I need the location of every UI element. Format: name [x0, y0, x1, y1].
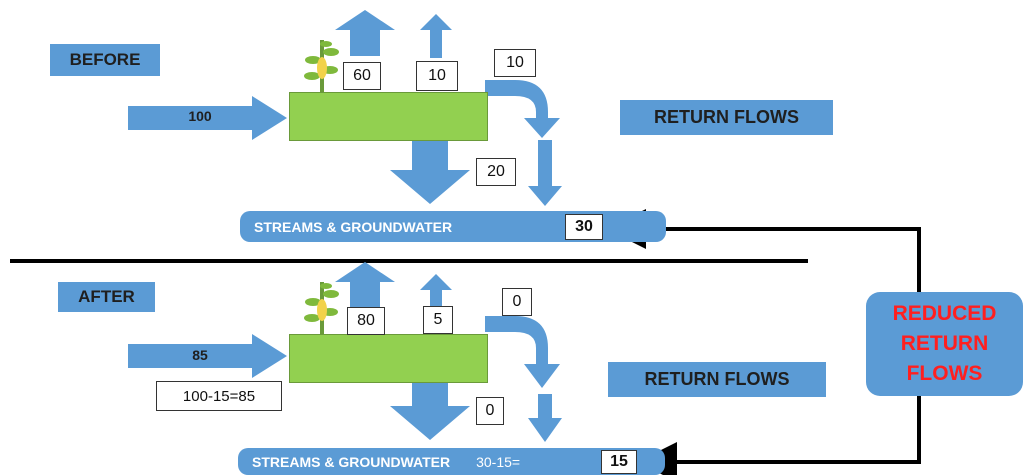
after-et-large-arrow [335, 262, 395, 310]
after-plant-icon [304, 282, 339, 334]
before-deep-percolation-arrow [390, 140, 470, 204]
reduced-line-1: REDUCED [892, 302, 997, 325]
reduced-line-2: RETURN [900, 332, 989, 355]
reduced-connector-line-lower [637, 386, 921, 475]
before-inflow-value: 100 [188, 108, 212, 124]
before-deep-percolation-value: 20 [476, 158, 516, 186]
before-et-large-arrow [335, 10, 395, 56]
before-return-flows-label: RETURN FLOWS [620, 100, 833, 135]
after-inflow-arrow [128, 334, 287, 378]
after-streams-label: STREAMS & GROUNDWATER [252, 453, 451, 470]
reduced-line-3: FLOWS [906, 362, 983, 385]
after-et-small-arrow [420, 274, 452, 306]
after-return-flows-label: RETURN FLOWS [608, 362, 826, 397]
before-et-large-value: 60 [343, 62, 381, 90]
before-return-surface-value: 10 [494, 49, 536, 77]
after-streams-value: 15 [601, 450, 637, 474]
before-inflow-arrow [128, 96, 287, 140]
after-inflow-calc: 100-15=85 [156, 381, 282, 411]
before-return-down-arrow [528, 140, 562, 206]
before-return-curve-arrow [485, 80, 560, 138]
after-return-curve-arrow [485, 316, 560, 388]
before-title: BEFORE [50, 44, 160, 76]
after-field [289, 334, 488, 383]
after-et-small-value: 5 [423, 306, 453, 334]
after-deep-percolation-arrow [390, 380, 470, 440]
after-inflow-value: 85 [192, 347, 208, 363]
after-title: AFTER [58, 282, 155, 312]
after-deep-percolation-value: 0 [476, 397, 504, 425]
reduced-connector-line [606, 209, 921, 300]
reduced-return-flows-box: REDUCED RETURN FLOWS [866, 292, 1023, 396]
before-streams-label: STREAMS & GROUNDWATER [254, 218, 453, 235]
after-streams-bar: STREAMS & GROUNDWATER 30-15= [238, 448, 665, 475]
after-return-down-arrow [528, 394, 562, 442]
after-et-large-value: 80 [347, 307, 385, 335]
before-et-small-arrow [420, 14, 452, 58]
after-streams-calc: 30-15= [476, 453, 521, 470]
before-et-small-value: 10 [416, 61, 458, 91]
before-streams-value: 30 [565, 214, 603, 240]
before-field [289, 92, 488, 141]
after-return-surface-value: 0 [502, 288, 532, 316]
before-plant-icon [304, 40, 339, 92]
